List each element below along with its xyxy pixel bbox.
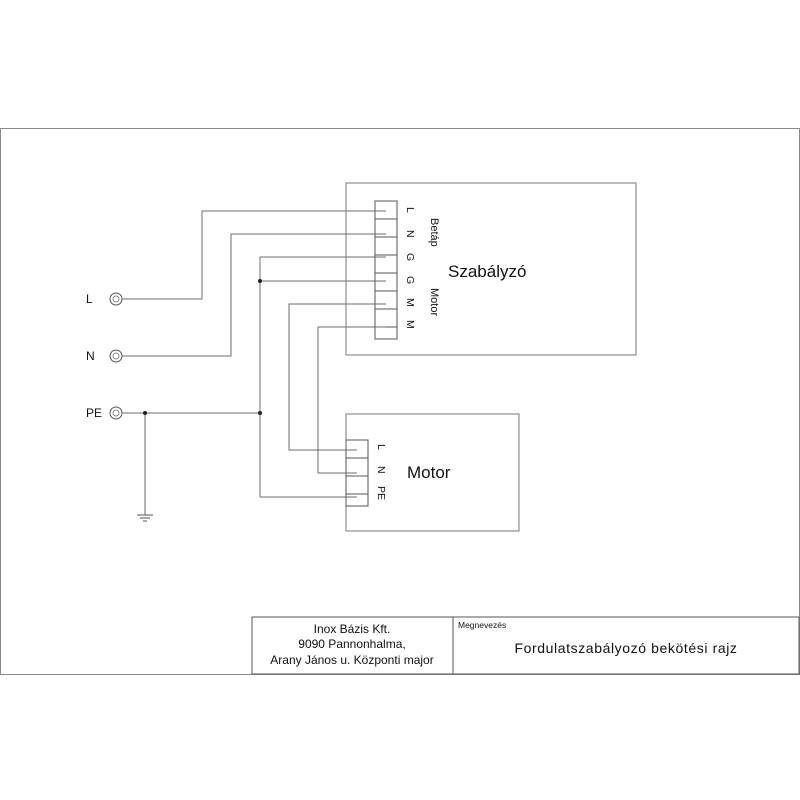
wire-m2-motor-n (317, 326, 386, 474)
terminal-ring-icon (109, 406, 123, 420)
company-name: Inox Bázis Kft. (314, 622, 391, 636)
junction-dot (143, 411, 147, 415)
title-block-frame (251, 616, 800, 675)
motor-box (345, 413, 520, 532)
controller-terminal (374, 254, 398, 274)
company-city: 9090 Pannonhalma, (298, 637, 405, 651)
junction-dot (258, 411, 262, 415)
terminal-ring-inner-icon (112, 409, 120, 417)
terminal-ring-icon (109, 292, 123, 306)
motor-terminal (345, 493, 369, 507)
controller-pin-label: M (404, 298, 416, 307)
mains-label-l: L (86, 292, 93, 306)
motor-pin-label: N (375, 466, 387, 474)
name-field-label: Megnevezés (458, 620, 506, 630)
wires (122, 210, 386, 515)
motor-terminal (345, 439, 369, 459)
controller-terminal (374, 326, 398, 340)
motor-title: Motor (407, 463, 451, 482)
title-block: Inox Bázis Kft. 9090 Pannonhalma, Arany … (251, 616, 800, 675)
mains-terminal-l: L (86, 292, 123, 306)
controller-title: Szabályzó (448, 262, 526, 281)
wire-m1-motor-l (288, 303, 386, 451)
controller-pin-label: G (404, 253, 416, 261)
terminal-ring-inner-icon (112, 295, 120, 303)
motor-terminal-block (345, 439, 369, 507)
terminal-ring-inner-icon (112, 352, 120, 360)
controller-pin-label: L (404, 207, 416, 213)
motor-pin-label: L (375, 444, 387, 450)
controller-pin-label: N (404, 230, 416, 238)
earth-ground-icon (137, 514, 153, 522)
controller-terminal (374, 308, 398, 328)
mains-terminal-pe: PE (86, 406, 123, 420)
motor-group-label: Motor (428, 288, 440, 316)
controller-terminal (374, 236, 398, 256)
motor-terminal (345, 475, 369, 495)
drawing-title: Fordulatszabályozó bekötési rajz (514, 640, 737, 656)
controller-terminal (374, 200, 398, 220)
wire-l-supply (122, 210, 386, 300)
motor-pin-label: PE (375, 486, 387, 500)
controller-terminal-block (374, 200, 398, 340)
mains-label-pe: PE (86, 406, 102, 420)
mains-terminal-n: N (86, 349, 123, 363)
wire-n-supply (122, 233, 386, 357)
company-address: Arany János u. Központi major (270, 653, 433, 667)
terminal-ring-icon (109, 349, 123, 363)
controller-terminal (374, 290, 398, 310)
mains-label-n: N (86, 349, 95, 363)
supply-group-label: Betáp (428, 218, 440, 247)
controller-terminal (374, 272, 398, 292)
controller-pin-label: G (404, 276, 416, 284)
controller-pin-label: M (404, 320, 416, 329)
junction-dot (258, 279, 262, 283)
